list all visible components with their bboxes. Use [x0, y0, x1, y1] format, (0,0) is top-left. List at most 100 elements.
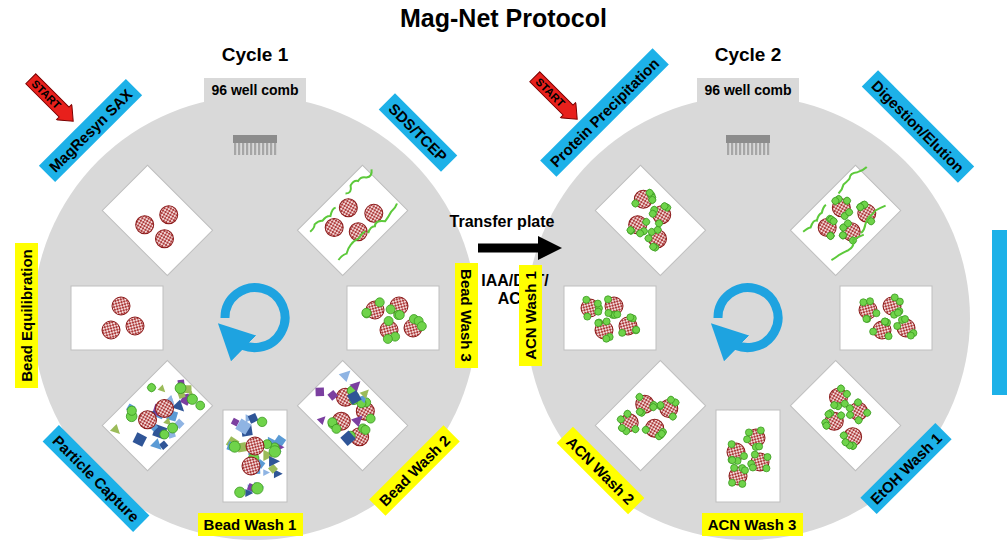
protein-particle — [362, 308, 371, 317]
comb-tooth — [242, 143, 244, 155]
step-box: Bead Wash 1 — [198, 513, 303, 536]
protein-particle — [821, 421, 831, 431]
protein-strand — [835, 163, 866, 194]
contaminant — [158, 385, 168, 395]
comb-tooth — [731, 143, 733, 155]
protein-particle — [641, 425, 651, 435]
protein-particle — [829, 400, 839, 410]
protein-particle — [595, 308, 602, 315]
protein-particle — [836, 384, 846, 394]
protein-particle — [594, 300, 601, 307]
contaminant — [350, 378, 364, 392]
protein-particle — [845, 403, 855, 413]
protein-particle — [185, 392, 200, 407]
magnetic-bead — [336, 195, 361, 220]
cut-off-step-box — [992, 230, 1007, 395]
comb-label-box: 96 well comb — [697, 78, 799, 102]
start-arrow-body — [527, 69, 585, 127]
step-panel-frame — [71, 286, 163, 350]
comb-tooth — [258, 143, 260, 155]
protein-strand — [857, 203, 887, 233]
protein-particle — [626, 225, 636, 235]
protein-particle — [728, 456, 735, 463]
comb-tooth — [735, 143, 737, 155]
protein-particle — [891, 294, 898, 301]
step-panel — [790, 161, 905, 276]
protein-particle — [623, 409, 633, 419]
step-panel — [71, 286, 163, 350]
step-label: ACN Wash 1 — [522, 271, 539, 360]
protein-particle — [902, 316, 909, 323]
protein-particle — [873, 310, 880, 317]
step-label: Bead Equilibration — [18, 249, 35, 382]
step-panel-frame — [716, 410, 780, 502]
magnetic-bead — [102, 321, 120, 339]
protein-particle — [751, 451, 758, 458]
step-label: ACN Wash 3 — [708, 516, 797, 533]
transfer-note: Transfer plate — [432, 213, 572, 231]
magnetic-bead — [242, 457, 260, 475]
comb-tooth — [254, 143, 256, 155]
step-box: ACN Wash 3 — [702, 513, 803, 536]
transfer-arrowhead — [538, 236, 562, 260]
cycle-disc — [33, 96, 477, 540]
contaminant — [339, 367, 355, 383]
protein-particle — [633, 326, 640, 333]
protein-particle — [603, 318, 610, 325]
protein-particle — [257, 417, 266, 426]
step-box: ACN Wash 1 — [519, 265, 542, 366]
contaminant — [315, 388, 324, 397]
protein-particle — [362, 309, 371, 318]
protein-strand — [801, 205, 830, 234]
transfer-arrow — [478, 244, 540, 253]
protein-particle — [617, 423, 627, 433]
protein-particle — [654, 218, 664, 228]
comb-tooth — [755, 143, 757, 155]
protein-particle — [882, 318, 889, 325]
contaminant — [360, 387, 372, 399]
protein-particle — [383, 334, 392, 343]
step-panel — [102, 165, 212, 275]
contaminant — [347, 390, 362, 405]
step-panel-frame — [102, 165, 212, 275]
comb-tooth — [250, 143, 252, 155]
magnetic-bead — [135, 407, 160, 432]
protein-particle — [375, 298, 384, 307]
protein-particle — [635, 392, 645, 402]
step-panel — [595, 165, 705, 275]
magnetic-bead — [656, 396, 681, 421]
comb-tooth — [743, 143, 745, 155]
protein-strand — [367, 203, 400, 236]
contaminant — [235, 419, 251, 435]
cycle-heading: Cycle 1 — [155, 44, 355, 66]
contaminant — [248, 413, 259, 424]
comb-tooth — [274, 143, 276, 155]
comb-tooth — [266, 143, 268, 155]
start-label: START — [533, 75, 567, 109]
comb-tooth — [767, 143, 769, 155]
step-panel-frame — [595, 360, 705, 470]
step-label: Bead Wash 3 — [458, 269, 475, 362]
protein-strand — [337, 231, 367, 261]
protein-particle — [384, 317, 393, 326]
cycle-arrow — [718, 288, 778, 348]
protein-particle — [745, 429, 752, 436]
step-box: Bead Equilibration — [15, 243, 38, 388]
step-panel — [716, 410, 780, 502]
protein-particle — [125, 404, 138, 417]
protein-particle — [595, 319, 602, 326]
cycle-heading: Cycle 2 — [648, 44, 848, 66]
magnetic-bead — [632, 392, 657, 417]
step-panel-frame — [102, 360, 212, 470]
protein-particle — [417, 322, 426, 331]
protein-particle — [666, 395, 676, 405]
comb-tooth — [234, 143, 236, 155]
protein-particle — [862, 408, 872, 418]
magnetic-bead — [152, 226, 177, 251]
protein-particle — [635, 407, 645, 417]
protein-particle — [885, 333, 892, 340]
protein-particle — [741, 467, 748, 474]
protein-particle — [252, 483, 263, 494]
protein-particle — [829, 216, 839, 226]
protein-particle — [330, 422, 343, 435]
